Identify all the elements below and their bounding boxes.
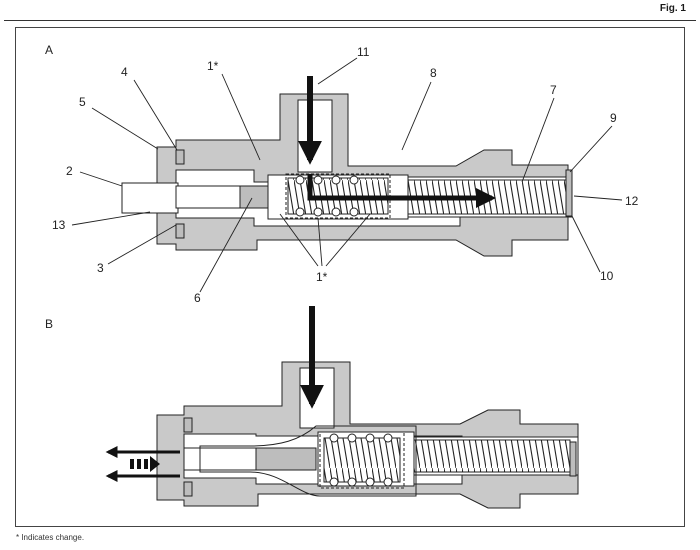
poppet-b [255,447,317,471]
svg-text:11: 11 [357,45,370,59]
ball [349,207,359,217]
ball [383,477,393,487]
callout-10: 10 [571,215,614,283]
ball [347,477,357,487]
callout-3: 3 [97,224,177,275]
callout-4: 4 [121,65,178,151]
dashed-flow-arrow-b [130,456,160,472]
svg-text:12: 12 [625,194,639,208]
callout-1star-top: 1* [207,59,261,161]
ball-row-a [295,175,359,217]
svg-text:5: 5 [79,95,86,109]
top-rule [4,20,696,21]
svg-text:4: 4 [121,65,128,79]
ball [383,433,393,443]
callout-7: 7 [521,83,557,183]
ball [313,175,323,185]
callout-8: 8 [401,66,437,151]
svg-text:2: 2 [66,164,73,178]
svg-text:1*: 1* [207,59,219,73]
footnote: * Indicates change. [16,533,85,542]
callout-6: 6 [194,197,253,305]
svg-text:7: 7 [550,83,557,97]
svg-text:1*: 1* [316,270,328,284]
callout-2: 2 [66,164,123,187]
ball [331,207,341,217]
panel-a-letter: A [45,43,53,57]
cage-b [319,431,405,489]
panel-b: B [45,306,579,509]
nut-bottom-a [175,223,185,239]
ball [347,433,357,443]
ball [331,175,341,185]
svg-text:8: 8 [430,66,437,80]
panel-a: A [45,43,639,305]
svg-text:6: 6 [194,291,201,305]
figure-label: Fig. 1 [659,3,686,14]
flow-envelope-b [199,425,417,497]
ball [329,477,339,487]
poppet-a [239,185,269,209]
figure-frame [15,27,685,527]
callout-11: 11 [317,45,370,85]
nut-top-a [175,149,185,165]
callout-1star-bottom: 1* [279,213,371,284]
nut-top-b [183,417,193,433]
callout-12: 12 [573,194,639,208]
outlet-nipple-a [121,182,179,214]
svg-text:13: 13 [52,218,66,232]
callout-13: 13 [52,211,151,232]
end-cap-a [565,169,573,217]
ball [329,433,339,443]
flow-path-arrow-a [307,174,496,208]
nut-bottom-b [183,481,193,497]
ball [295,207,305,217]
callout-5: 5 [79,95,159,150]
ball [295,175,305,185]
svg-text:9: 9 [610,111,617,125]
panel-b-letter: B [45,317,53,331]
main-spring-b [403,439,571,473]
svg-text:10: 10 [600,269,614,283]
ball [365,477,375,487]
inlet-port-a [297,99,333,173]
svg-text:3: 3 [97,261,104,275]
ball [365,433,375,443]
ball-row-b [329,433,393,487]
ball [349,175,359,185]
inner-spring-b [323,437,401,483]
ball [313,207,323,217]
end-cap-b [569,441,577,477]
inlet-port-b [299,367,335,429]
callout-9: 9 [569,111,617,173]
